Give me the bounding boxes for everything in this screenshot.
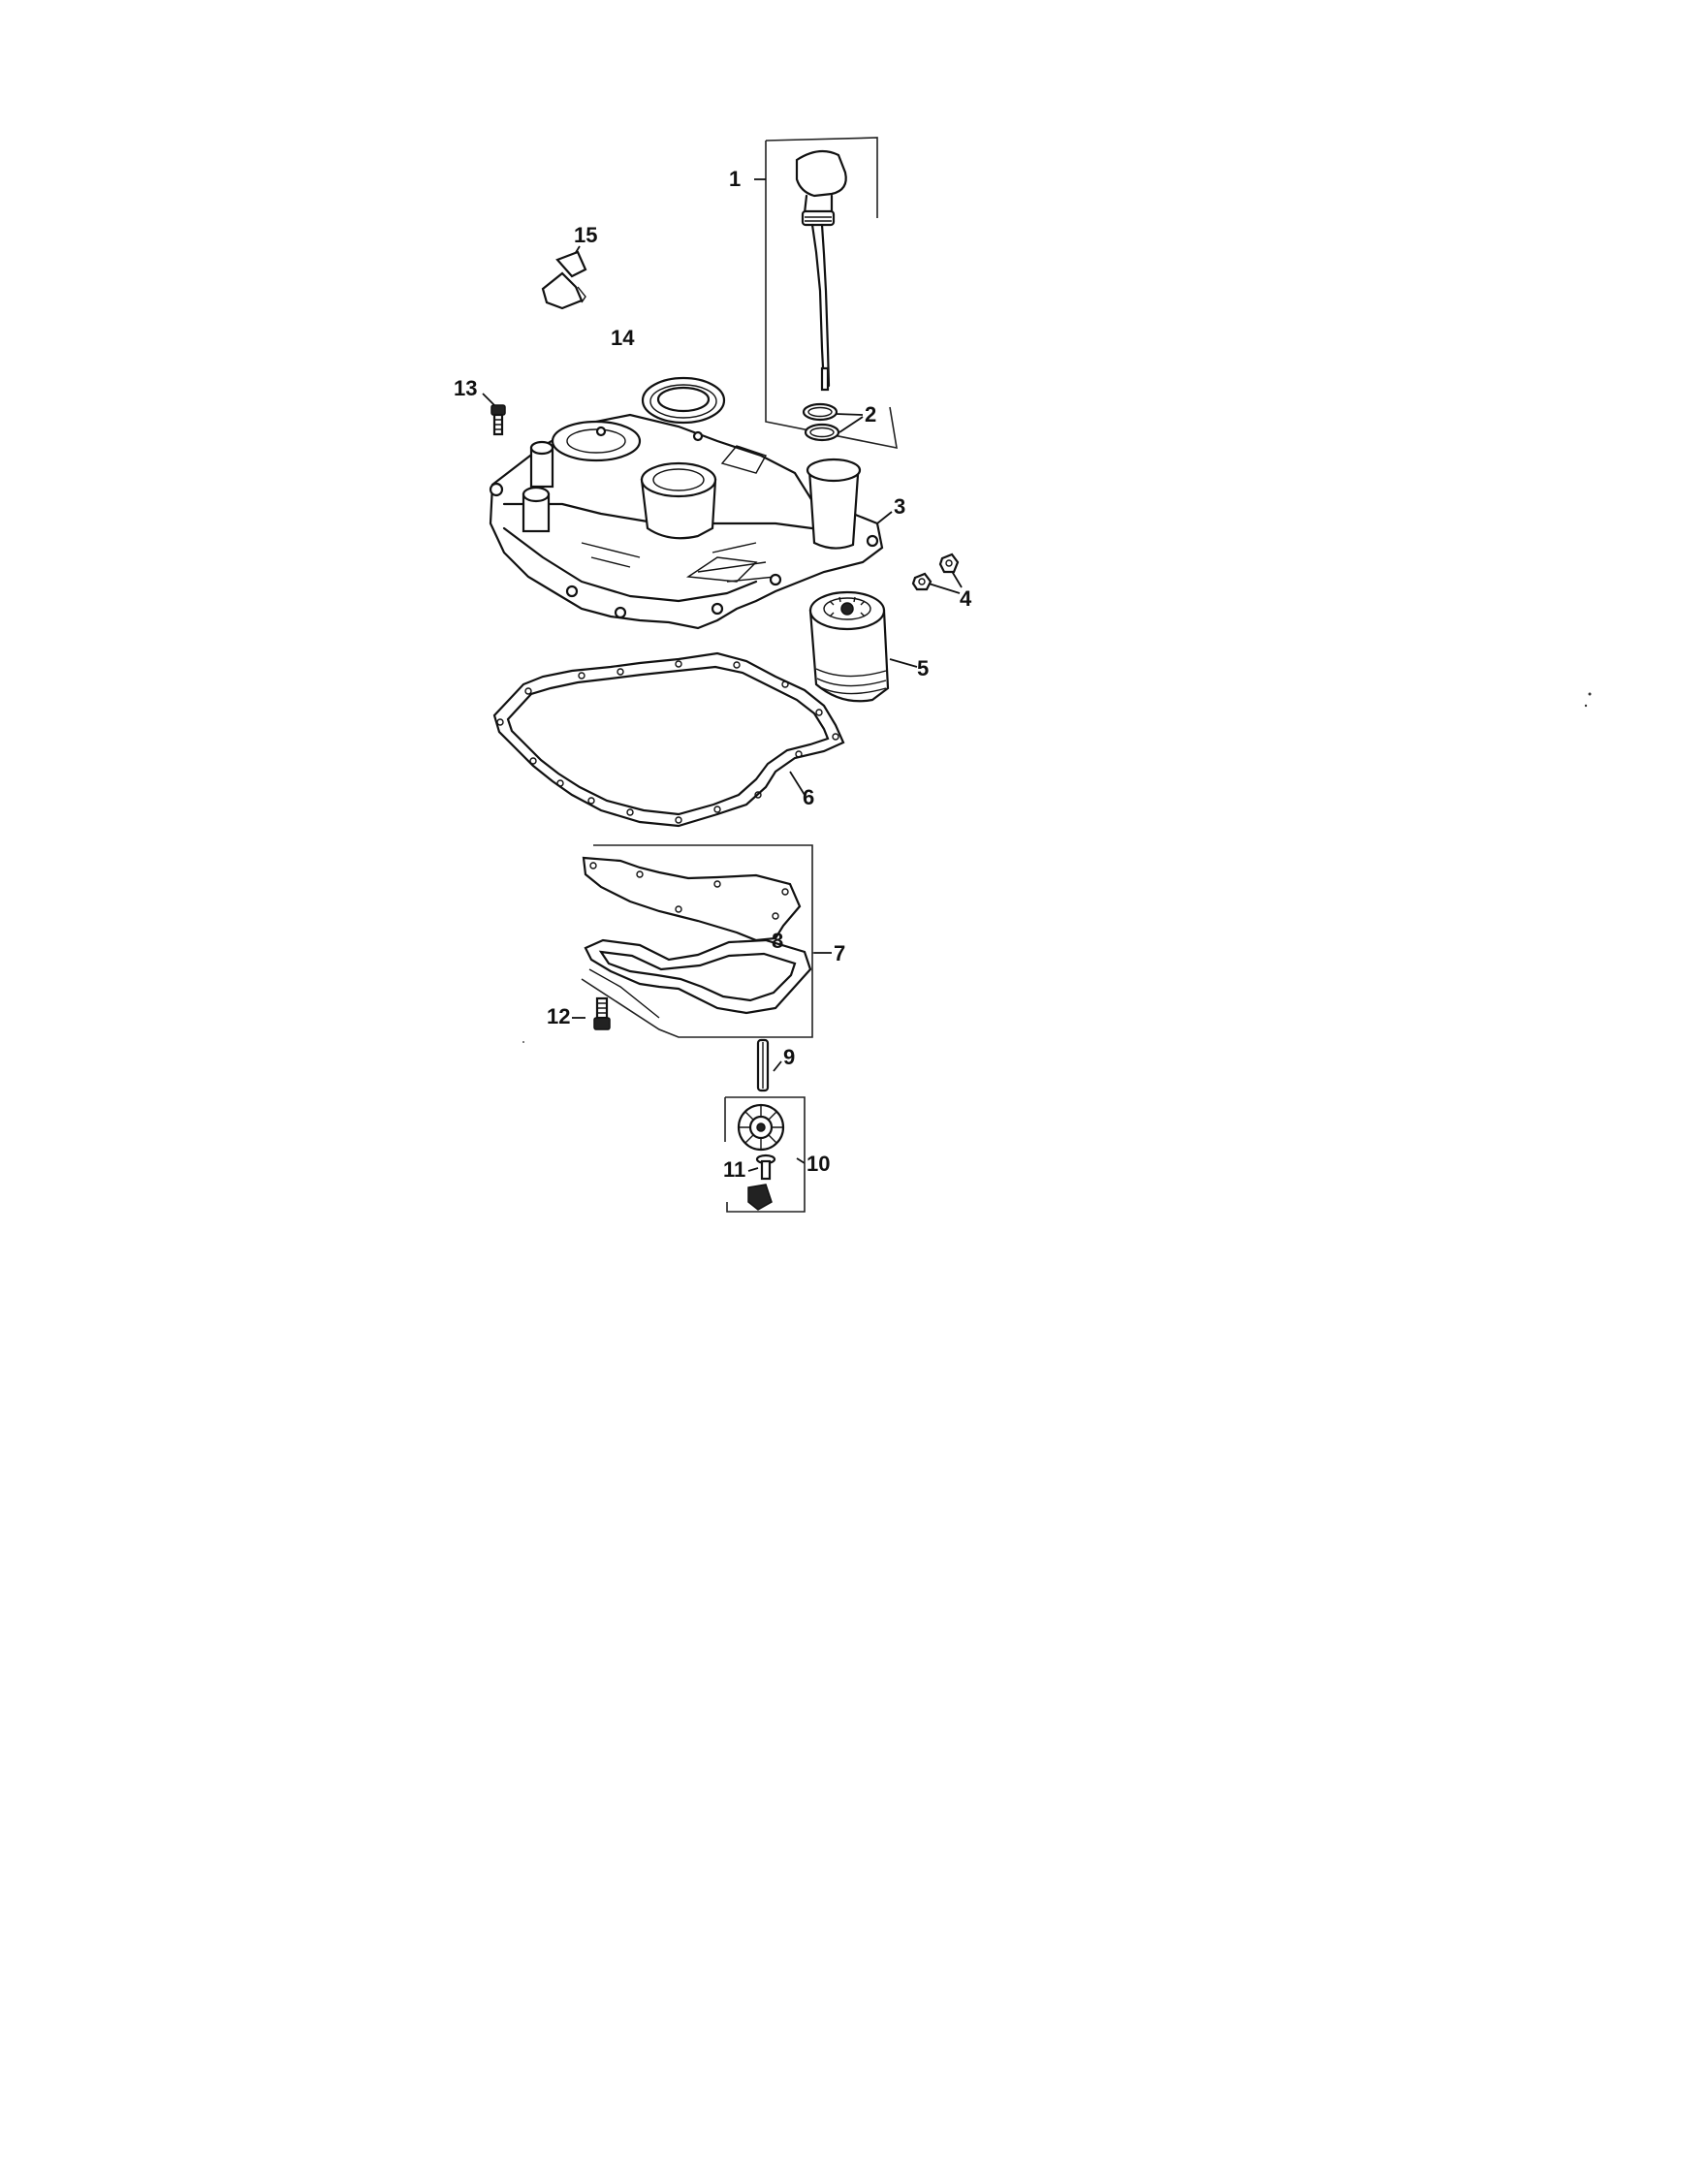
callout-14: 14 (611, 326, 635, 350)
dipstick-assembly (765, 137, 898, 450)
gasket-6 (492, 651, 845, 828)
callout-1: 1 (729, 167, 741, 191)
bolt-12 (593, 996, 611, 1030)
scan-speck (1588, 692, 1592, 696)
leader-11 (747, 1167, 759, 1172)
oil-filter (808, 590, 890, 703)
crankcase-cover (489, 413, 884, 630)
bolt-13 (490, 404, 506, 436)
callout-2: 2 (865, 402, 876, 427)
leader-5 (889, 658, 918, 668)
leader-10 (796, 1157, 806, 1164)
callout-9: 9 (783, 1045, 795, 1069)
callout-3: 3 (894, 494, 905, 519)
callout-8: 8 (772, 929, 783, 953)
oil-seal-part (641, 376, 726, 425)
callout-13: 13 (454, 376, 477, 400)
scan-speck (522, 1041, 524, 1043)
leader-9 (773, 1060, 782, 1072)
callout-6: 6 (803, 785, 814, 809)
fitting-part (541, 250, 587, 310)
plate-kit-7 (581, 844, 832, 1038)
callout-4: 4 (960, 586, 972, 611)
pin-9 (756, 1038, 770, 1092)
callout-12: 12 (547, 1004, 570, 1028)
callout-11: 11 (723, 1157, 745, 1182)
gear-assembly-10 (724, 1096, 806, 1213)
leader-2 (835, 413, 864, 433)
leader-6 (789, 771, 806, 796)
callout-15: 15 (574, 223, 597, 247)
plugs-4 (911, 553, 960, 591)
callout-10: 10 (807, 1152, 830, 1176)
callout-5: 5 (917, 656, 929, 680)
callout-7: 7 (834, 941, 845, 965)
scan-speck (1584, 704, 1588, 708)
leader-13 (482, 393, 495, 406)
leader-3 (876, 511, 893, 524)
